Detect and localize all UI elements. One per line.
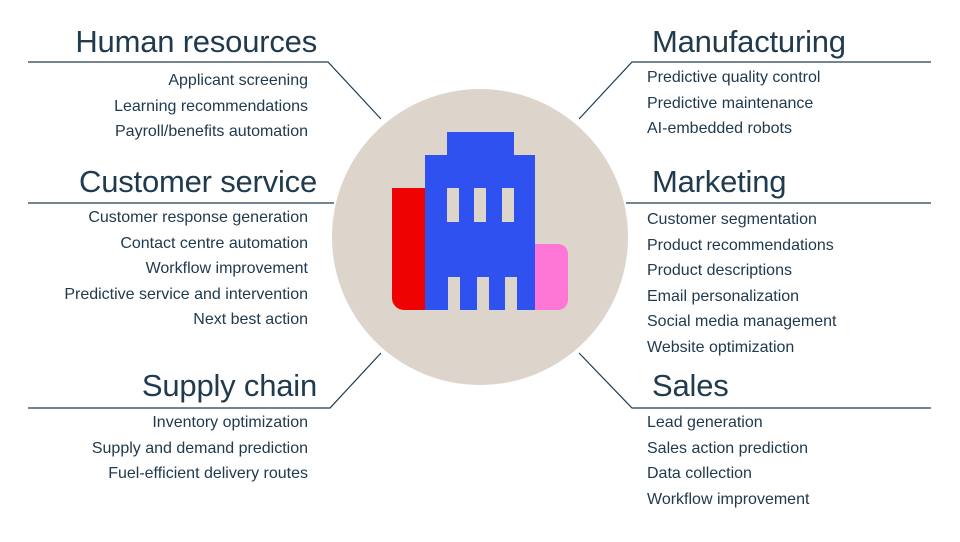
use-case-item: Learning recommendations	[114, 97, 308, 115]
use-case-item: Next best action	[193, 311, 308, 328]
building-window	[474, 188, 486, 222]
building-column-gap	[505, 277, 517, 310]
section-title: Marketing	[652, 164, 787, 199]
use-case-item: Predictive maintenance	[647, 94, 814, 112]
use-case-item: Fuel-efficient delivery routes	[108, 465, 308, 482]
use-case-item: Inventory optimization	[152, 414, 308, 431]
use-case-item: Workflow improvement	[145, 260, 308, 277]
use-case-item: Lead generation	[647, 414, 763, 431]
building-left-annex	[392, 188, 425, 310]
section-manufacturing: Manufacturing Predictive quality control…	[647, 24, 947, 142]
use-case-item: Social media management	[647, 313, 837, 330]
use-case-item: Customer response generation	[88, 209, 308, 226]
use-case-item: Product recommendations	[647, 236, 834, 254]
section-title: Sales	[652, 368, 729, 403]
use-case-item: Predictive quality control	[647, 69, 821, 86]
use-case-item: Workflow improvement	[647, 490, 810, 508]
use-case-item: Customer segmentation	[647, 211, 817, 228]
section-title: Manufacturing	[652, 24, 846, 59]
section-title: Human resources	[75, 24, 317, 59]
use-case-item: Product descriptions	[647, 262, 792, 279]
building-tower-roof	[447, 132, 514, 156]
section-customer-service: Customer service Customer response gener…	[0, 164, 317, 333]
use-case-item: Website optimization	[647, 338, 795, 356]
use-case-item: AI-embedded robots	[647, 120, 792, 137]
use-case-item: Data collection	[647, 465, 752, 482]
section-title: Customer service	[79, 164, 317, 199]
use-case-item: Contact centre automation	[120, 234, 308, 252]
use-case-item: Applicant screening	[168, 72, 308, 89]
use-case-item: Supply and demand prediction	[91, 439, 308, 457]
use-case-item: Payroll/benefits automation	[115, 123, 308, 140]
building-right-annex	[535, 244, 568, 310]
use-case-item: Sales action prediction	[647, 439, 808, 457]
use-case-item: Email personalization	[647, 287, 800, 305]
building-column-gap	[477, 277, 489, 310]
building-window	[447, 188, 459, 222]
building-column-gap	[448, 277, 460, 310]
use-case-item: Predictive service and intervention	[64, 285, 308, 303]
building-window	[502, 188, 514, 222]
section-title: Supply chain	[141, 368, 317, 403]
